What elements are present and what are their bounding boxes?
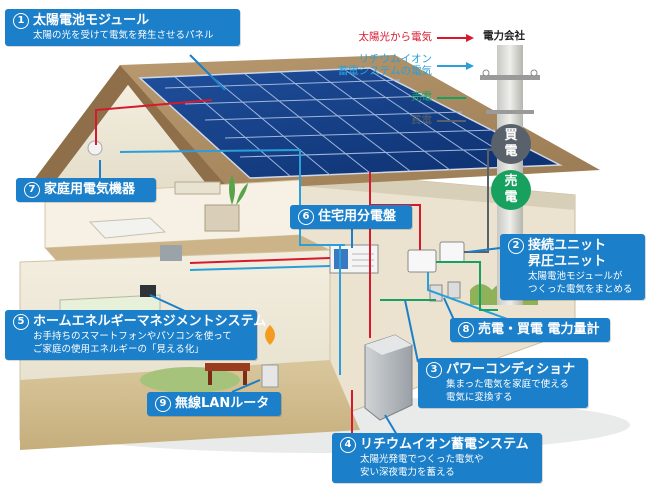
- callout-desc: 太陽の光を受けて電気を発生させるパネル: [33, 30, 214, 41]
- bed: [88, 217, 167, 239]
- callout-title: 接続ユニット 昇圧ユニット: [528, 238, 607, 269]
- callout-title: 無線LANルータ: [175, 396, 270, 411]
- callout-home-appliances: 7 家庭用電気機器: [16, 178, 156, 202]
- plant: [229, 175, 248, 205]
- callout-hems: 5 ホームエネルギーマネジメントシステム お手持ちのスマートフォンやパソコンを使っ…: [5, 310, 266, 360]
- table: [205, 363, 250, 371]
- legend-sell: 売電: [411, 91, 432, 103]
- callout-title: ホームエネルギーマネジメントシステム: [33, 314, 267, 329]
- callout-number: 3: [426, 362, 442, 378]
- rug: [140, 367, 240, 393]
- callout-title: 売電・買電 電力量計: [478, 322, 600, 337]
- connection-unit: [439, 241, 465, 263]
- range-hood: [160, 245, 182, 261]
- callout-title: 住宅用分電盤: [318, 209, 397, 224]
- hems-monitor: [140, 285, 156, 297]
- legend-arrowheads: [466, 34, 474, 70]
- callout-title: 家庭用電気機器: [44, 182, 136, 197]
- legend-battery: リチウムイオン 蓄電システムの電気: [337, 53, 432, 77]
- gable-wall: [45, 85, 215, 195]
- callout-desc: 太陽電池モジュールが つくった電気をまとめる: [528, 271, 633, 295]
- callout-solar-module: 1 太陽電池モジュール 太陽の光を受けて電気を発生させるパネル: [5, 9, 240, 46]
- wire-solar-appliance: [95, 99, 213, 145]
- callout-number: 5: [13, 314, 29, 330]
- callout-power-conditioner: 3 パワーコンディショナ 集まった電気を家庭で使える 電気に変換する: [418, 358, 588, 408]
- callout-power-meter: 8 売電・買電 電力量計: [450, 318, 610, 342]
- sell-bubble: 売 電: [491, 170, 531, 210]
- callout-title: 太陽電池モジュール: [33, 13, 150, 28]
- power-conditioner-unit: [407, 249, 437, 273]
- callout-number: 9: [155, 396, 171, 412]
- callout-desc: 太陽光発電でつくった電気や 安い深夜電力を蓄える: [360, 454, 484, 478]
- air-conditioner: [174, 181, 221, 195]
- power-company-label: 電力会社: [483, 30, 525, 42]
- callout-distribution-board: 6 住宅用分電盤: [290, 205, 412, 229]
- callout-title: リチウムイオン蓄電システム: [360, 437, 529, 452]
- legend-buy: 買電: [411, 114, 432, 126]
- callout-desc: お手持ちのスマートフォンやパソコンを使って ご家庭の使用エネルギーの「見える化」: [33, 331, 232, 355]
- wifi-router: [261, 364, 279, 388]
- callout-number: 6: [298, 209, 314, 225]
- callout-lithium-battery: 4 リチウムイオン蓄電システム 太陽光発電でつくった電気や 安い深夜電力を蓄える: [332, 433, 542, 483]
- callout-number: 8: [458, 322, 474, 338]
- callout-desc: 集まった電気を家庭で使える 電気に変換する: [446, 379, 569, 403]
- callout-number: 7: [24, 182, 40, 198]
- wire-sell: [436, 261, 498, 311]
- power-meter-2: [447, 281, 461, 299]
- wifi-signal: [265, 325, 275, 345]
- legend-lines: [437, 37, 466, 122]
- buy-bubble: 買 電: [491, 124, 531, 164]
- callout-number: 1: [13, 13, 29, 29]
- legend-solar: 太陽光から電気: [358, 31, 433, 43]
- callout-number: 4: [340, 437, 356, 453]
- callout-wireless-router: 9 無線LANルータ: [147, 392, 281, 416]
- callout-title: パワーコンディショナ: [446, 362, 576, 377]
- callout-number: 2: [508, 238, 524, 254]
